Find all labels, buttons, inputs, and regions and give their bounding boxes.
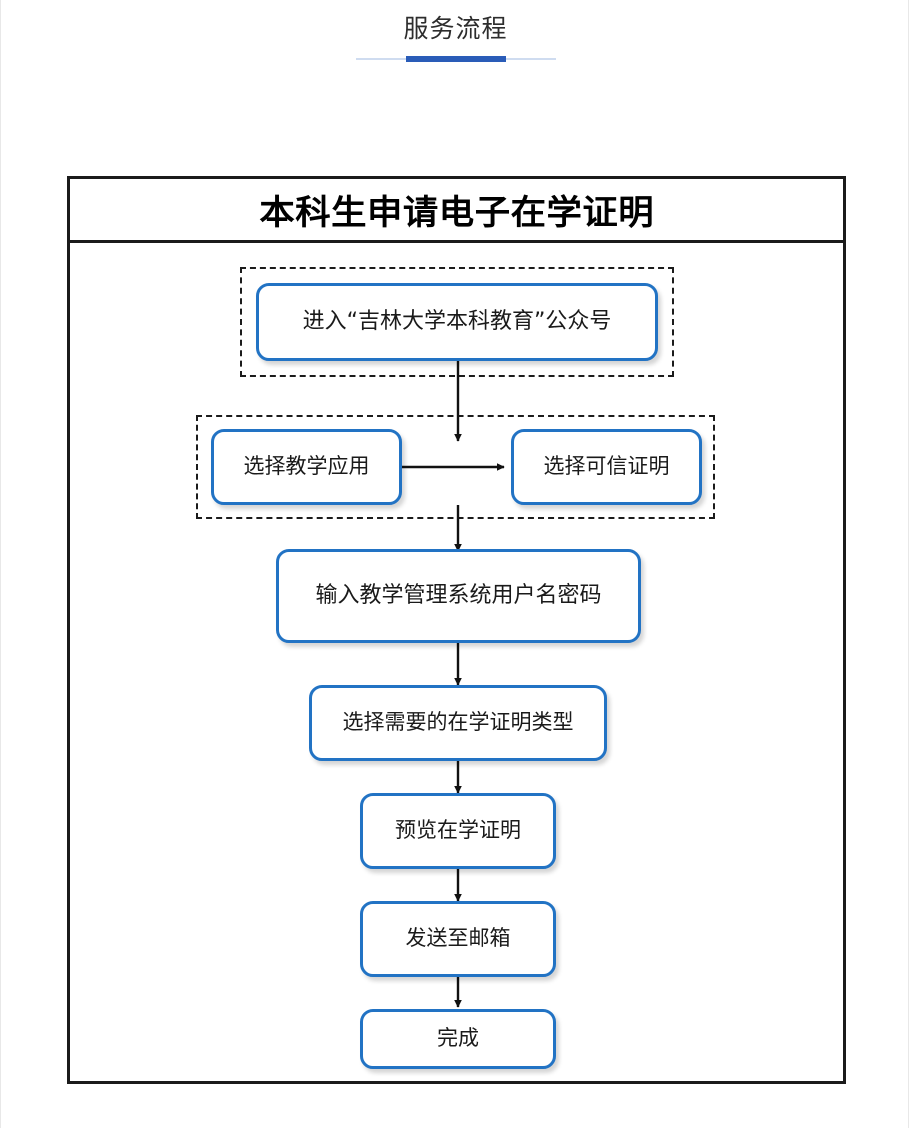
flow-node-label: 选择需要的在学证明类型 [342,710,574,735]
flow-node-label: 预览在学证明 [395,818,521,843]
flowchart-title-bar: 本科生申请电子在学证明 [70,179,843,243]
flow-node-label: 发送至邮箱 [405,926,511,951]
flow-node-label: 完成 [437,1026,479,1051]
page-header: 服务流程 [1,0,909,92]
flowchart-frame: 本科生申请电子在学证明 [67,176,846,1084]
flowchart-connectors [402,361,505,1008]
page-title: 服务流程 [403,14,508,43]
flow-node-enter-credentials[interactable]: 输入教学管理系统用户名密码 [276,549,641,643]
flowchart-canvas: 进入“吉林大学本科教育”公众号 选择教学应用 选择可信证明 输入教学管理系统用户… [70,243,843,1081]
flow-node-label: 进入“吉林大学本科教育”公众号 [302,308,612,334]
flow-node-enter-official-account[interactable]: 进入“吉林大学本科教育”公众号 [256,283,658,361]
header-underline [356,56,556,62]
flow-node-select-teaching-app[interactable]: 选择教学应用 [211,429,402,505]
flow-node-preview-certificate[interactable]: 预览在学证明 [360,793,556,869]
header-underline-accent [406,56,506,62]
dashed-group-2 [196,415,715,519]
flow-node-label: 选择教学应用 [243,454,370,479]
flow-node-label: 选择可信证明 [543,454,670,479]
flow-node-select-trusted-certificate[interactable]: 选择可信证明 [511,429,702,505]
flowchart-title: 本科生申请电子在学证明 [259,193,654,233]
flow-node-label: 输入教学管理系统用户名密码 [315,582,602,608]
flow-node-done[interactable]: 完成 [360,1009,556,1069]
flow-node-select-certificate-type[interactable]: 选择需要的在学证明类型 [309,685,607,761]
flow-node-send-to-email[interactable]: 发送至邮箱 [360,901,556,977]
